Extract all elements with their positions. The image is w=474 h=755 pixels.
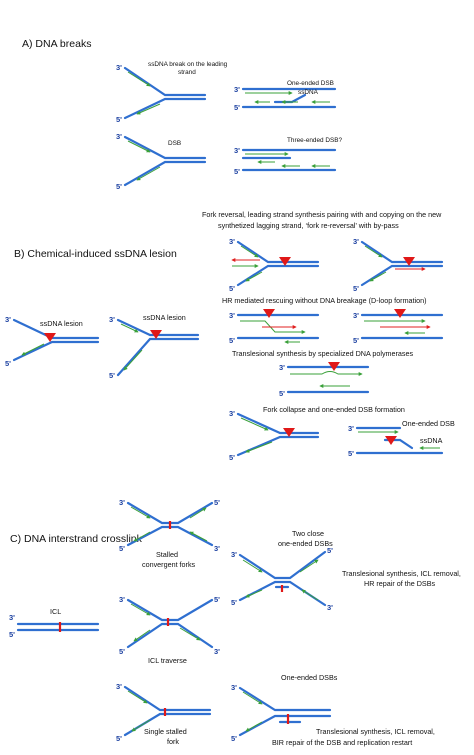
label-icl: ICL — [50, 607, 61, 616]
label-stalled-line2: convergent forks — [142, 560, 196, 569]
fork-ss-break: 3' 5' — [116, 63, 207, 124]
label-three-ended: Three-ended DSB? — [287, 137, 343, 144]
three-ended-dsb-diagram: 3' 5' — [234, 146, 337, 176]
label-ss-break-line2: strand — [178, 69, 196, 76]
section-b-title: B) Chemical-induced ssDNA lesion — [14, 248, 177, 260]
label-tls-icl-line2: HR repair of the DSBs — [364, 579, 436, 588]
d-loop-diagram-1: 3' 5' — [229, 309, 320, 345]
label-fork-reversal-line2: synthetized lagging strand, ‘fork re-rev… — [218, 221, 399, 230]
end-5prime: 5' — [231, 734, 237, 743]
end-3prime: 3' — [353, 237, 359, 246]
label-fork-collapse: Fork collapse and one-ended DSB formatio… — [263, 405, 405, 414]
fork-reversal-diagram-1: 3' 5' — [229, 237, 320, 293]
end-3prime: 3' — [279, 363, 285, 372]
end-3prime: 3' — [119, 595, 125, 604]
label-one-ended-dsb: One-ended DSB — [287, 80, 334, 87]
label-hr-rescue: HR mediated rescuing without DNA breakag… — [222, 296, 427, 305]
label-ssdna-lesion: ssDNA lesion — [40, 319, 83, 328]
label-one-ended-dsbs: One-ended DSBs — [281, 673, 338, 682]
end-5prime: 5' — [229, 453, 235, 462]
label-two-close-line2: one-ended DSBs — [278, 539, 333, 548]
two-close-dsbs-diagram: 3' 5' 5' 3' — [231, 546, 333, 612]
end-3prime: 3' — [231, 683, 237, 692]
icl-diagram: 3' 5' — [9, 613, 100, 639]
single-stalled-fork-diagram: 3' 5' — [116, 682, 212, 743]
lesion-fork-1: 3' 5' — [5, 315, 100, 368]
label-two-close-line1: Two close — [292, 529, 324, 538]
label-fork-reversal-line1: Fork reversal, leading strand synthesis … — [202, 210, 442, 219]
end-5prime: 5' — [214, 595, 220, 604]
one-ended-dsb-diagram: 3' 5' — [234, 85, 337, 112]
end-5prime: 5' — [234, 103, 240, 112]
d-loop-diagram-2: 3' 5' — [353, 309, 444, 345]
end-3prime: 3' — [229, 237, 235, 246]
end-5prime: 5' — [9, 630, 15, 639]
end-3prime: 3' — [116, 132, 122, 141]
label-ssdna: ssDNA — [420, 436, 443, 445]
end-5prime: 5' — [348, 449, 354, 458]
end-3prime: 3' — [116, 682, 122, 691]
end-5prime: 5' — [353, 336, 359, 345]
lesion-fork-2: 3' 5' — [109, 315, 200, 380]
icl-traverse-diagram: 3' 5' 5' 3' — [119, 595, 220, 656]
end-3prime: 3' — [229, 409, 235, 418]
end-5prime: 5' — [116, 115, 122, 124]
end-5prime: 5' — [279, 389, 285, 398]
end-3prime: 3' — [214, 647, 220, 656]
label-icl-traverse: ICL traverse — [148, 656, 187, 665]
label-one-ended-dsb: One-ended DSB — [402, 419, 455, 428]
end-3prime: 3' — [353, 311, 359, 320]
end-5prime: 5' — [119, 647, 125, 656]
end-5prime: 5' — [229, 284, 235, 293]
end-5prime: 5' — [234, 167, 240, 176]
convergent-forks-diagram: 3' 5' 5' 3' — [119, 498, 220, 553]
end-3prime: 3' — [116, 63, 122, 72]
end-5prime: 5' — [231, 598, 237, 607]
label-bir-line1: Translesional synthesis, ICL removal, — [316, 727, 435, 736]
end-5prime: 5' — [214, 498, 220, 507]
end-5prime: 5' — [109, 371, 115, 380]
one-ended-dsb-lesion-diagram: 3' 5' — [348, 424, 444, 458]
tls-diagram: 3' 5' — [279, 362, 370, 398]
label-bir-line2: BIR repair of the DSB and replication re… — [272, 738, 412, 747]
fork-collapse-diagram: 3' 5' — [229, 409, 320, 462]
label-single-stalled-line2: fork — [167, 737, 179, 746]
label-tls: Translesional synthesis by specialized D… — [232, 349, 414, 358]
end-5prime: 5' — [116, 182, 122, 191]
section-c-title: C) DNA interstrand crosslink — [10, 533, 143, 545]
end-3prime: 3' — [9, 613, 15, 622]
end-3prime: 3' — [119, 498, 125, 507]
end-3prime: 3' — [229, 311, 235, 320]
label-ss-break-line1: ssDNA break on the leading — [148, 61, 228, 68]
label-single-stalled-line1: Single stalled — [144, 727, 187, 736]
end-3prime: 3' — [214, 544, 220, 553]
end-3prime: 3' — [109, 315, 115, 324]
end-5prime: 5' — [116, 734, 122, 743]
label-tls-icl-line1: Translesional synthesis, ICL removal, — [342, 569, 461, 578]
end-3prime: 3' — [5, 315, 11, 324]
end-5prime: 5' — [353, 284, 359, 293]
end-3prime: 3' — [231, 550, 237, 559]
label-stalled-line1: Stalled — [156, 550, 178, 559]
end-3prime: 3' — [348, 424, 354, 433]
end-3prime: 3' — [327, 603, 333, 612]
end-5prime: 5' — [327, 546, 333, 555]
end-3prime: 3' — [234, 85, 240, 94]
one-ended-dsbs-diagram: 3' 5' — [231, 683, 332, 743]
end-3prime: 3' — [234, 146, 240, 155]
label-ssdna: ssDNA — [298, 89, 319, 96]
label-dsb: DSB — [168, 140, 181, 147]
label-ssdna-lesion: ssDNA lesion — [143, 313, 186, 322]
fork-reversal-diagram-2: 3' 5' — [353, 237, 444, 293]
end-5prime: 5' — [229, 336, 235, 345]
fork-dsb: 3' 5' — [116, 132, 207, 191]
section-a-title: A) DNA breaks — [22, 38, 91, 50]
end-5prime: 5' — [119, 544, 125, 553]
end-5prime: 5' — [5, 359, 11, 368]
